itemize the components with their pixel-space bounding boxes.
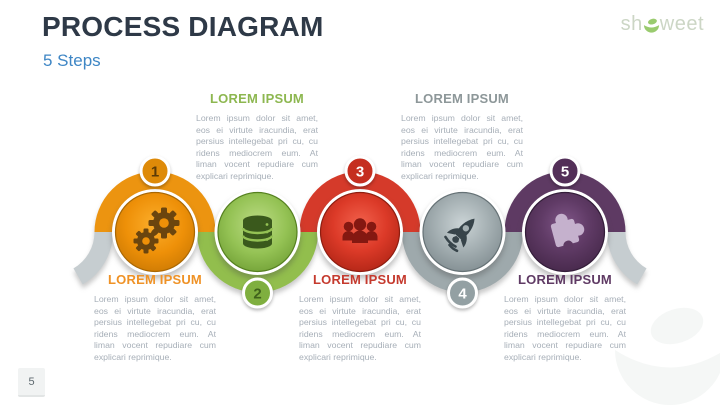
rocket-icon (444, 218, 475, 253)
step-1-number: 1 (151, 164, 159, 181)
slide-title: PROCESS DIAGRAM (42, 11, 324, 42)
page-number: 5 (18, 368, 45, 397)
logo-text-suffix: weet (659, 13, 704, 35)
step-4-text-block: LOREM IPSUM Lorem ipsum dolor sit amet, … (401, 91, 523, 183)
step-3-button (317, 189, 403, 275)
step-3-badge: 3 (344, 155, 376, 187)
step-4-body: Lorem ipsum dolor sit amet, eos ei virtu… (401, 113, 523, 181)
step-1-text-block: LOREM IPSUM Lorem ipsum dolor sit amet, … (94, 272, 216, 364)
step-1-heading: LOREM IPSUM (108, 272, 202, 287)
step-1-badge: 1 (139, 155, 171, 187)
step-2-badge: 2 (242, 277, 273, 309)
puzzle-icon (550, 213, 585, 251)
step-4-heading: LOREM IPSUM (415, 91, 509, 106)
step-2-text-block: LOREM IPSUM Lorem ipsum dolor sit amet, … (196, 91, 318, 183)
step-3-heading: LOREM IPSUM (313, 272, 407, 287)
showeet-logo: sh weet (621, 13, 704, 36)
gears-icon (133, 207, 180, 254)
step-4-badge: 4 (447, 277, 478, 309)
database-icon (241, 215, 274, 249)
step-1-body: Lorem ipsum dolor sit amet, eos ei virtu… (94, 294, 216, 362)
step-5-heading: LOREM IPSUM (518, 272, 612, 287)
step-5-text-block: LOREM IPSUM Lorem ipsum dolor sit amet, … (504, 272, 626, 364)
step-2-heading: LOREM IPSUM (210, 91, 304, 106)
step-5-badge: 5 (549, 155, 581, 187)
chain-tail-right (607, 231, 647, 285)
step-3-number: 3 (356, 164, 364, 181)
logo-text-prefix: sh (620, 13, 643, 35)
step-2-number: 2 (253, 286, 261, 303)
slide-subtitle: 5 Steps (43, 51, 101, 70)
step-1-button (112, 189, 198, 275)
step-4-number: 4 (458, 286, 467, 303)
team-icon (342, 218, 378, 243)
step-5-body: Lorem ipsum dolor sit amet, eos ei virtu… (504, 294, 626, 362)
step-3-body: Lorem ipsum dolor sit amet, eos ei virtu… (299, 294, 421, 362)
showeet-sprout-icon (643, 18, 659, 33)
chain-tail-left (73, 231, 113, 285)
step-4-button (419, 189, 506, 275)
step-5-button (522, 189, 608, 275)
step-3-text-block: LOREM IPSUM Lorem ipsum dolor sit amet, … (299, 272, 421, 364)
step-2-body: Lorem ipsum dolor sit amet, eos ei virtu… (196, 113, 318, 181)
showeet-watermark-icon (615, 307, 720, 405)
step-2-button (214, 189, 301, 275)
step-5-number: 5 (561, 164, 569, 181)
